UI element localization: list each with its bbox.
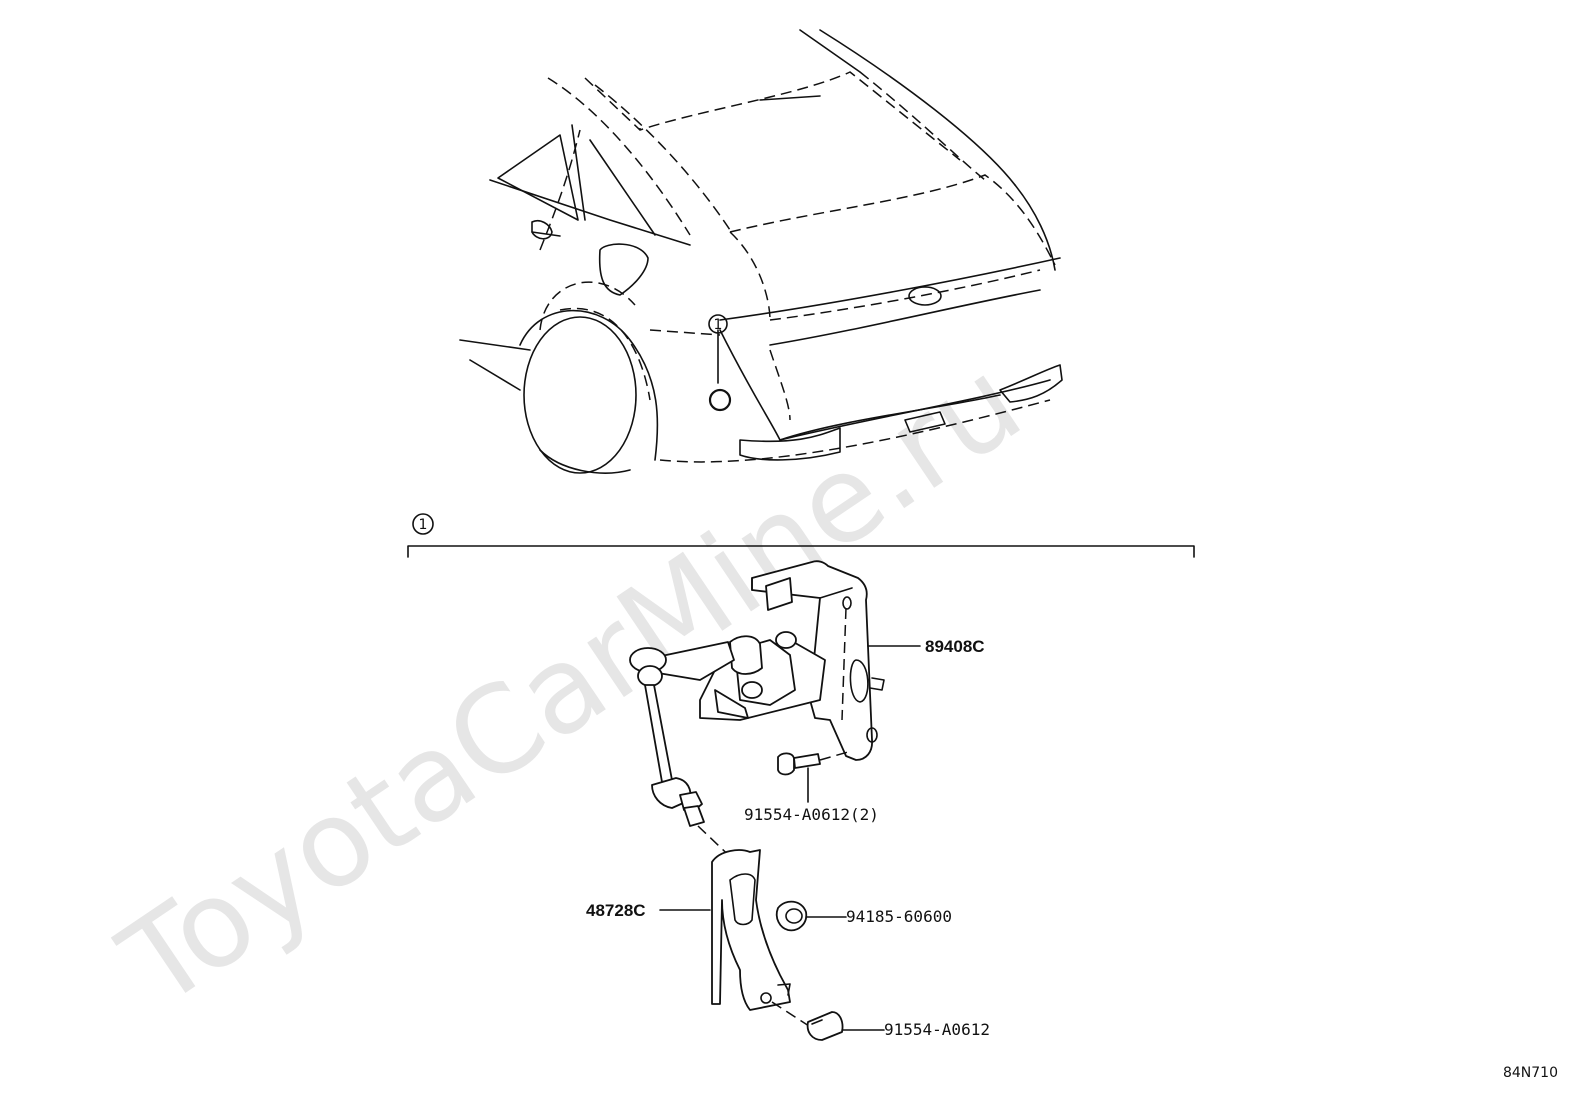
part-label-bolt-pair[interactable]: 91554-A0612(2): [744, 805, 879, 824]
diagram-code: 84N710: [1503, 1065, 1558, 1081]
assembly-bracket: 1: [407, 513, 1195, 558]
height-sensor-illustration: [629, 560, 885, 867]
car-rear-illustration: 1: [459, 29, 1063, 474]
part-label-bolt[interactable]: 91554-A0612: [884, 1020, 990, 1039]
callout-car-circle: [708, 314, 728, 334]
bracket-illustration: [711, 849, 885, 1041]
watermark-text: ToyotaCarMine.ru: [98, 333, 1046, 1035]
part-label-nut[interactable]: 94185-60600: [846, 907, 952, 926]
callout-assembly-number: 1: [419, 517, 428, 533]
part-label-bracket[interactable]: 48728C: [586, 901, 646, 920]
part-label-sensor[interactable]: 89408C: [925, 637, 985, 656]
callout-car-number: 1: [714, 317, 723, 333]
callout-assembly-circle: [412, 513, 434, 535]
